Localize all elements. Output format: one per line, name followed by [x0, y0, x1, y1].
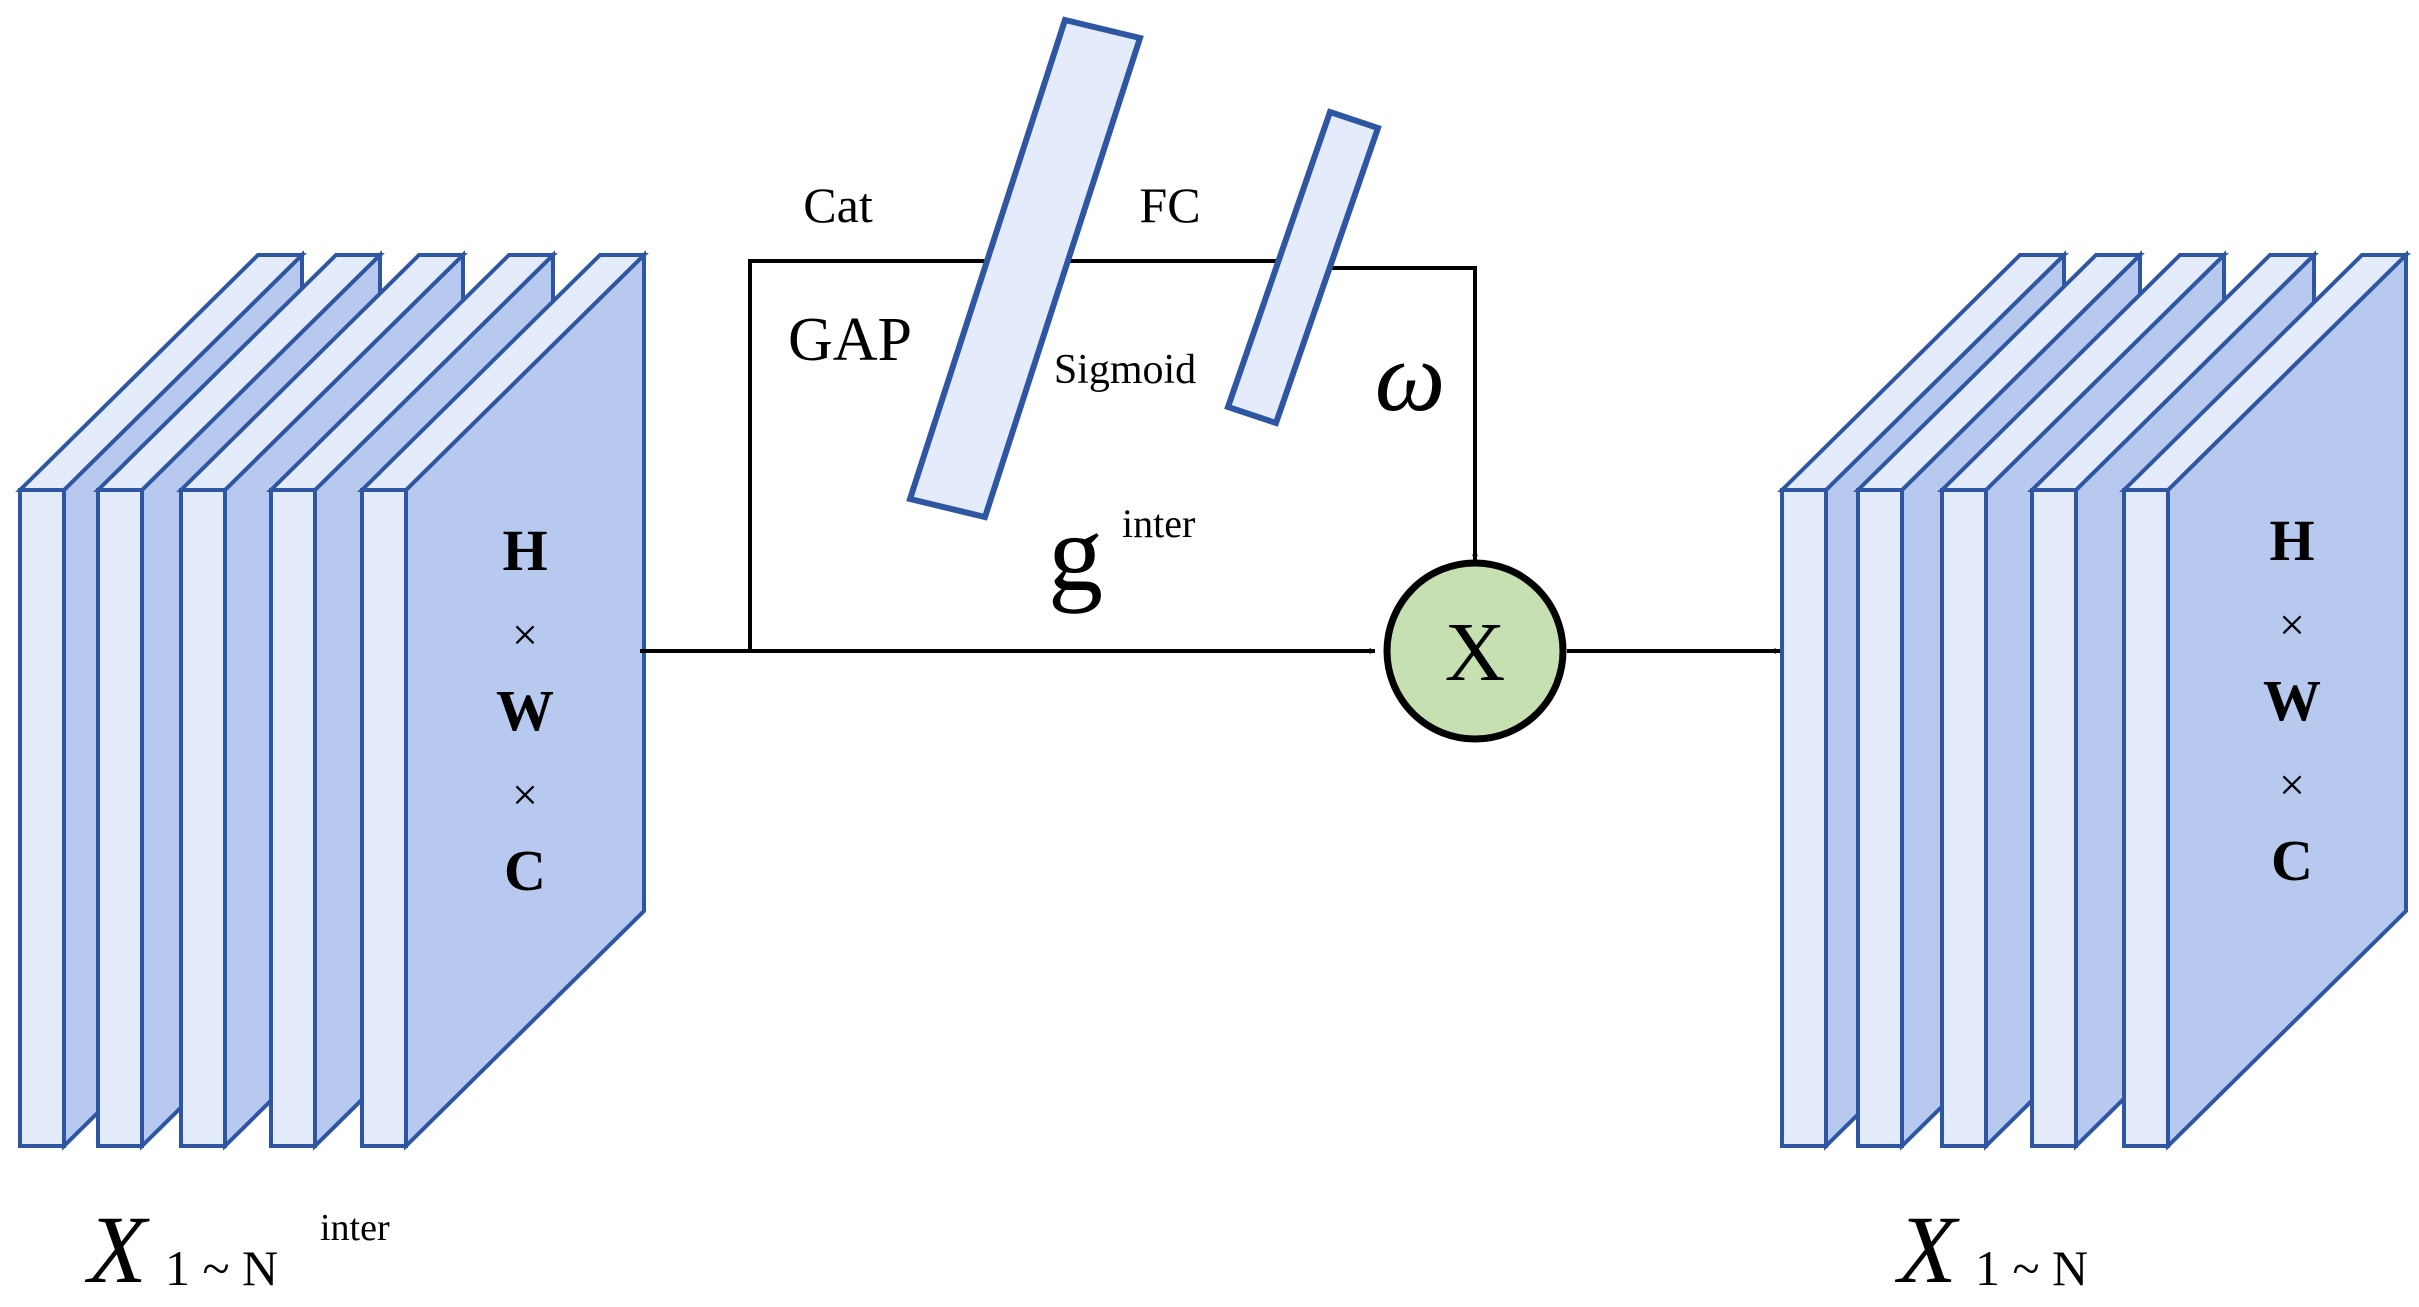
g-label: g [1048, 492, 1103, 614]
input-feature-stack [15, 250, 649, 1151]
cat-label: Cat [803, 177, 873, 233]
g-superscript: inter [1122, 501, 1195, 546]
feature-map-front [1780, 488, 1828, 1148]
connectors [640, 258, 1781, 654]
concat-vector-bar [906, 16, 1144, 521]
caption-superscript: inter [320, 1207, 390, 1249]
caption-base: X [1894, 1196, 1960, 1303]
caption-base: X [84, 1196, 150, 1303]
feature-map-front [18, 488, 66, 1148]
width-symbol: W [2263, 668, 2321, 733]
height-symbol: H [2269, 508, 2314, 573]
caption-subscript: 1 ~ N [1975, 1240, 2088, 1296]
multiply-symbol: X [1445, 606, 1506, 699]
multiply-node: X [1383, 559, 1567, 743]
fc-label: FC [1139, 177, 1200, 233]
feature-map-front [1856, 488, 1904, 1148]
caption-subscript: 1 ~ N [165, 1240, 278, 1296]
feature-map-front [179, 488, 227, 1148]
height-symbol: H [502, 518, 547, 583]
channel-symbol: C [504, 838, 546, 903]
output-dimension-label: H × W × C [2263, 508, 2321, 893]
output-caption: X 1 ~ N [1894, 1196, 2088, 1303]
feature-map-front [2030, 488, 2078, 1148]
feature-map-front [2122, 488, 2170, 1148]
times-symbol: × [2279, 759, 2305, 810]
times-symbol: × [512, 769, 538, 820]
feature-map-front [269, 488, 317, 1148]
channel-symbol: C [2271, 828, 2313, 893]
input-caption: X 1 ~ N inter [84, 1196, 390, 1303]
omega-label: ω [1375, 321, 1446, 432]
times-symbol: × [512, 609, 538, 660]
output-feature-stack [1777, 250, 2411, 1151]
fc-vector-bar [1224, 108, 1382, 427]
input-dimension-label: H × W × C [496, 518, 554, 903]
sigmoid-label: Sigmoid [1054, 347, 1196, 393]
feature-map-front [96, 488, 144, 1148]
multiply-circle [1383, 559, 1567, 743]
width-symbol: W [496, 678, 554, 743]
gap-label: GAP [788, 306, 912, 374]
gap-branch-arrow [748, 258, 993, 651]
weight-arrow [1320, 266, 1478, 561]
feature-map-front [1940, 488, 1988, 1148]
feature-map-front [360, 488, 408, 1148]
times-symbol: × [2279, 599, 2305, 650]
